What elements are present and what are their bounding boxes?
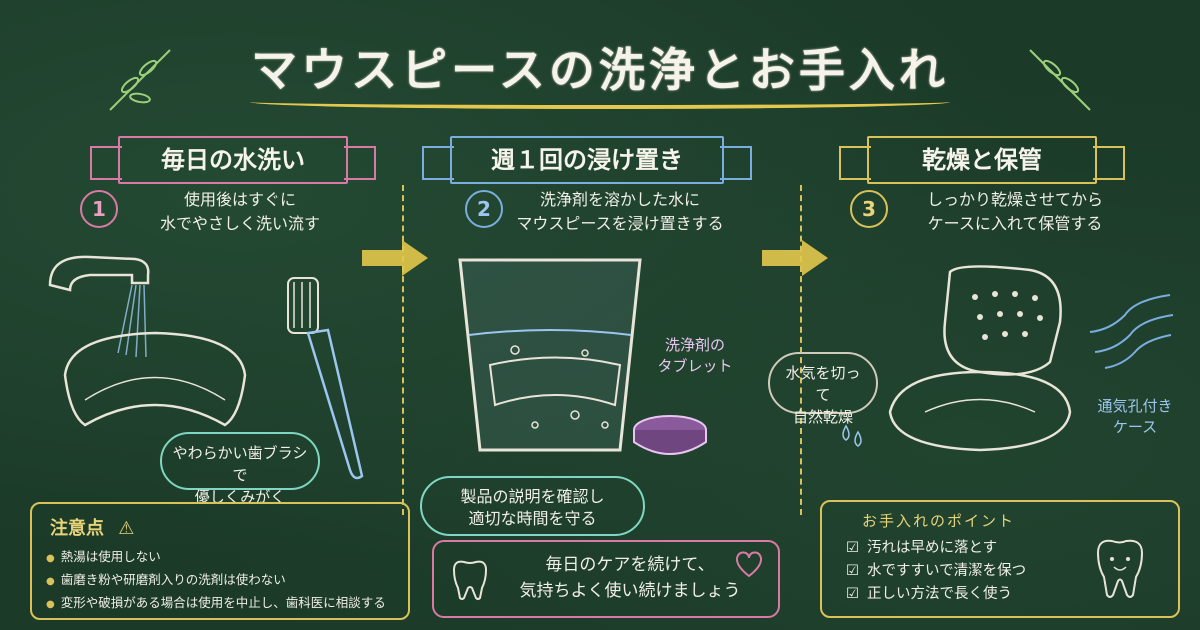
vented-case-label-line1: 通気孔付き	[1097, 397, 1173, 415]
care-points-list: 汚れは早めに落とす 水ですすいで清潔を保つ 正しい方法で長く使う	[846, 537, 1178, 606]
step1-line1: 使用後はすぐに	[183, 190, 296, 209]
list-item: 水ですすいで清潔を保つ	[846, 560, 1178, 583]
step2-line2: マウスピースを浸け置きする	[516, 214, 724, 233]
step1-tip-line1: やわらかい歯ブラシで	[172, 444, 308, 484]
list-item: 歯磨き粉や研磨剤入りの洗剤は使わない	[46, 569, 408, 592]
caution-list: 熱湯は使用しない 歯磨き粉や研磨剤入りの洗剤は使わない 変形や破損がある場合は使…	[46, 546, 408, 615]
care-points-title: お手入れのポイント	[862, 512, 1016, 530]
step1-tip-line2: 優しくみがく	[194, 488, 286, 506]
step1-text: 使用後はすぐに 水でやさしく洗い流す	[110, 188, 370, 236]
step1-line2: 水でやさしく洗い流す	[159, 214, 320, 233]
step3-heading: 乾燥と保管	[839, 136, 1125, 184]
step2-number: 2	[465, 190, 503, 228]
leaf-decoration-left-icon	[109, 49, 171, 111]
list-item: 正しい方法で長く使う	[846, 583, 1178, 606]
step3-line2: ケースに入れて保管する	[927, 214, 1103, 233]
step2-tip-line1: 製品の説明を確認し	[460, 487, 605, 506]
vented-case-label: 通気孔付き ケース	[1080, 396, 1190, 438]
care-message-line1: 毎日のケアを続けて、	[545, 555, 715, 575]
tablet-label-line1: 洗浄剤の	[664, 336, 725, 354]
separator-2	[800, 185, 802, 515]
warning-icon: ⚠	[118, 518, 135, 539]
care-message-line2: 気持ちよく使い続けましょう	[519, 581, 741, 601]
tablet-label: 洗浄剤の タブレット	[640, 335, 750, 377]
step2-heading: 週１回の浸け置き	[422, 136, 752, 184]
vented-case-label-line2: ケース	[1112, 418, 1158, 436]
water-drop-icon	[842, 424, 862, 447]
page-title: マウスピースの洗浄とお手入れ	[251, 43, 949, 97]
step1-heading: 毎日の水洗い	[90, 136, 376, 184]
tooth-icon	[452, 560, 488, 600]
glass-icon	[458, 258, 642, 452]
list-item: 変形や破損がある場合は使用を中止し、歯科医に相談する	[46, 592, 408, 615]
step2-line1: 洗浄剤を溶かした水に	[539, 190, 700, 209]
tablet-label-line2: タブレット	[657, 357, 733, 375]
leaf-decoration-right-icon	[1029, 49, 1091, 111]
case-icon	[888, 265, 1072, 452]
faucet-icon	[48, 255, 150, 358]
tablet-icon	[633, 415, 707, 455]
step2-tip-bubble: 製品の説明を確認し 適切な時間を守る	[420, 476, 645, 536]
caution-box: 注意点 ⚠ 熱湯は使用しない 歯磨き粉や研磨剤入りの洗剤は使わない 変形や破損が…	[30, 502, 410, 620]
step3-tip-line1: 水気を切って	[785, 364, 861, 404]
toothbrush-icon	[287, 277, 364, 480]
step3-number: 3	[850, 190, 888, 228]
airflow-icon	[1089, 294, 1174, 369]
step3-text: しっかり乾燥させてから ケースに入れて保管する	[880, 188, 1150, 236]
step2-tip-line2: 適切な時間を守る	[468, 509, 597, 528]
smiling-tooth-icon	[1096, 539, 1144, 598]
mouthpiece-icon	[63, 331, 247, 427]
arrow-right-icon	[362, 240, 428, 276]
caution-title: 注意点	[50, 518, 104, 539]
care-message: 毎日のケアを続けて、 気持ちよく使い続けましょう	[510, 552, 750, 604]
separator-1	[402, 185, 404, 515]
step2-text: 洗浄剤を溶かした水に マウスピースを浸け置きする	[490, 188, 750, 236]
heart-icon	[735, 551, 763, 578]
title-underline	[250, 95, 950, 109]
care-points-box: お手入れのポイント 汚れは早めに落とす 水ですすいで清潔を保つ 正しい方法で長く…	[820, 500, 1180, 618]
care-message-box	[432, 540, 780, 618]
step3-tip-line2: 自然乾燥	[792, 408, 853, 426]
step3-line1: しっかり乾燥させてから	[926, 190, 1103, 209]
list-item: 熱湯は使用しない	[46, 546, 408, 569]
step3-tip-bubble: 水気を切って 自然乾燥	[768, 352, 878, 426]
arrow-right-icon	[762, 240, 828, 276]
step1-tip-bubble: やわらかい歯ブラシで 優しくみがく	[160, 432, 320, 506]
list-item: 汚れは早めに落とす	[846, 537, 1178, 560]
step1-number: 1	[80, 190, 118, 228]
